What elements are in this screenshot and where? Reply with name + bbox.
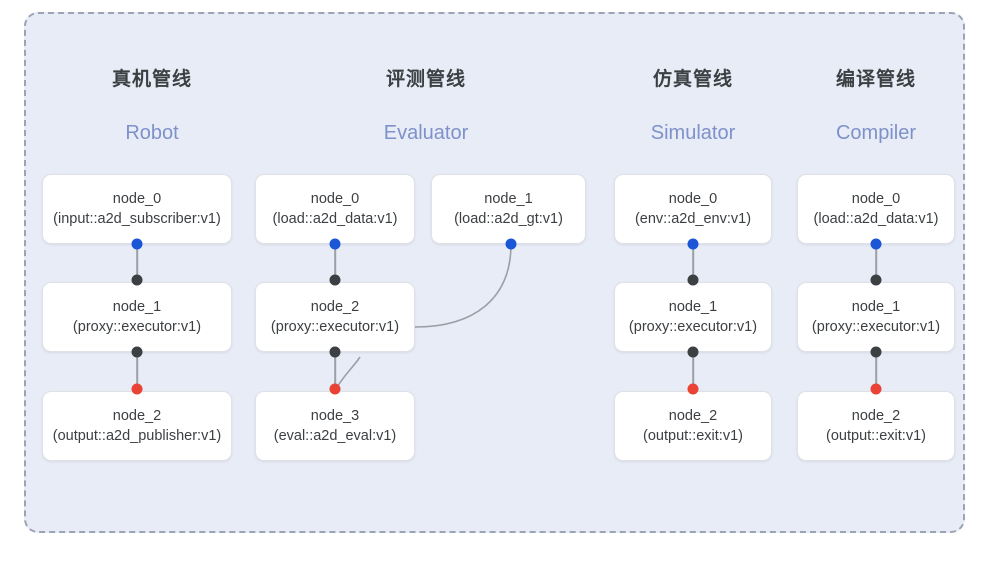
node-type: (proxy::executor:v1) [270,319,400,335]
edge-gt-to-executor [414,243,512,328]
node-card-robot-0[interactable]: node_0 (input::a2d_subscriber:v1) [42,174,232,244]
column-header-compiler: 编译管线 Compiler [796,64,956,145]
port-output-robot-0[interactable] [131,238,143,250]
node-type: (output::exit:v1) [643,428,743,444]
column-title-en-robot: Robot [125,122,179,144]
port-output-simulator-1[interactable] [687,346,699,358]
node-type: (input::a2d_subscriber:v1) [53,211,221,227]
port-output-evaluator-1[interactable] [505,238,517,250]
column-title-en-evaluator: Evaluator [383,122,469,144]
node-type: (proxy::executor:v1) [628,319,758,335]
node-type: (load::a2d_gt:v1) [454,211,563,227]
edge-simulator-0-to-1 [692,244,694,280]
node-card-evaluator-2[interactable]: node_2 (proxy::executor:v1) [255,282,415,352]
node-name: node_0 [668,191,718,207]
edge-robot-1-to-2 [136,352,138,389]
node-card-evaluator-0[interactable]: node_0 (load::a2d_data:v1) [255,174,415,244]
edge-evaluator-0-to-2 [334,244,336,280]
port-input-robot-1[interactable] [131,274,143,286]
column-title-cn-evaluator: 评测管线 [385,69,466,90]
edge-simulator-1-to-2 [692,352,694,389]
node-card-compiler-2[interactable]: node_2 (output::exit:v1) [797,391,955,461]
node-card-evaluator-3[interactable]: node_3 (eval::a2d_eval:v1) [255,391,415,461]
column-title-en-compiler: Compiler [835,122,917,144]
node-card-simulator-1[interactable]: node_1 (proxy::executor:v1) [614,282,772,352]
node-name: node_2 [112,408,162,424]
node-type: (proxy::executor:v1) [72,319,202,335]
port-input-evaluator-2[interactable] [329,274,341,286]
node-name: node_1 [851,299,901,315]
node-name: node_0 [851,191,901,207]
edge-compiler-0-to-1 [875,244,877,280]
port-output-evaluator-2[interactable] [329,346,341,358]
column-title-en-simulator: Simulator [650,122,736,144]
column-title-cn-robot: 真机管线 [111,69,192,90]
pipeline-board: 真机管线 Robot node_0 (input::a2d_subscriber… [24,12,965,533]
node-name: node_0 [310,191,360,207]
port-input-compiler-1[interactable] [870,274,882,286]
node-type: (output::a2d_publisher:v1) [52,428,222,444]
port-output-simulator-0[interactable] [687,238,699,250]
node-card-simulator-2[interactable]: node_2 (output::exit:v1) [614,391,772,461]
node-type: (proxy::executor:v1) [811,319,941,335]
column-header-robot: 真机管线 Robot [42,64,262,145]
node-card-robot-2[interactable]: node_2 (output::a2d_publisher:v1) [42,391,232,461]
node-type: (load::a2d_data:v1) [813,211,939,227]
port-output-compiler-1[interactable] [870,346,882,358]
edge-robot-0-to-1 [136,244,138,280]
node-type: (output::exit:v1) [826,428,926,444]
node-card-robot-1[interactable]: node_1 (proxy::executor:v1) [42,282,232,352]
node-name: node_1 [112,299,162,315]
node-type: (env::a2d_env:v1) [634,211,752,227]
column-title-cn-compiler: 编译管线 [835,69,916,90]
node-name: node_1 [668,299,718,315]
column-title-cn-simulator: 仿真管线 [652,69,733,90]
node-name: node_0 [112,191,162,207]
node-name: node_2 [668,408,718,424]
port-input-robot-2[interactable] [131,383,143,395]
edge-executor-to-eval [335,356,361,390]
node-name: node_1 [484,191,533,207]
port-output-evaluator-0[interactable] [329,238,341,250]
port-input-compiler-2[interactable] [870,383,882,395]
port-input-simulator-1[interactable] [687,274,699,286]
node-name: node_2 [851,408,901,424]
column-header-simulator: 仿真管线 Simulator [613,64,773,145]
port-output-robot-1[interactable] [131,346,143,358]
port-input-evaluator-3[interactable] [329,383,341,395]
edge-compiler-1-to-2 [875,352,877,389]
node-card-simulator-0[interactable]: node_0 (env::a2d_env:v1) [614,174,772,244]
node-card-evaluator-1[interactable]: node_1 (load::a2d_gt:v1) [431,174,586,244]
node-card-compiler-1[interactable]: node_1 (proxy::executor:v1) [797,282,955,352]
port-input-simulator-2[interactable] [687,383,699,395]
column-header-evaluator: 评测管线 Evaluator [316,64,536,145]
node-type: (eval::a2d_eval:v1) [273,428,397,444]
node-card-compiler-0[interactable]: node_0 (load::a2d_data:v1) [797,174,955,244]
edge-evaluator-2-to-3 [334,352,336,389]
node-type: (load::a2d_data:v1) [272,211,398,227]
port-output-compiler-0[interactable] [870,238,882,250]
node-name: node_2 [310,299,360,315]
node-name: node_3 [310,408,360,424]
